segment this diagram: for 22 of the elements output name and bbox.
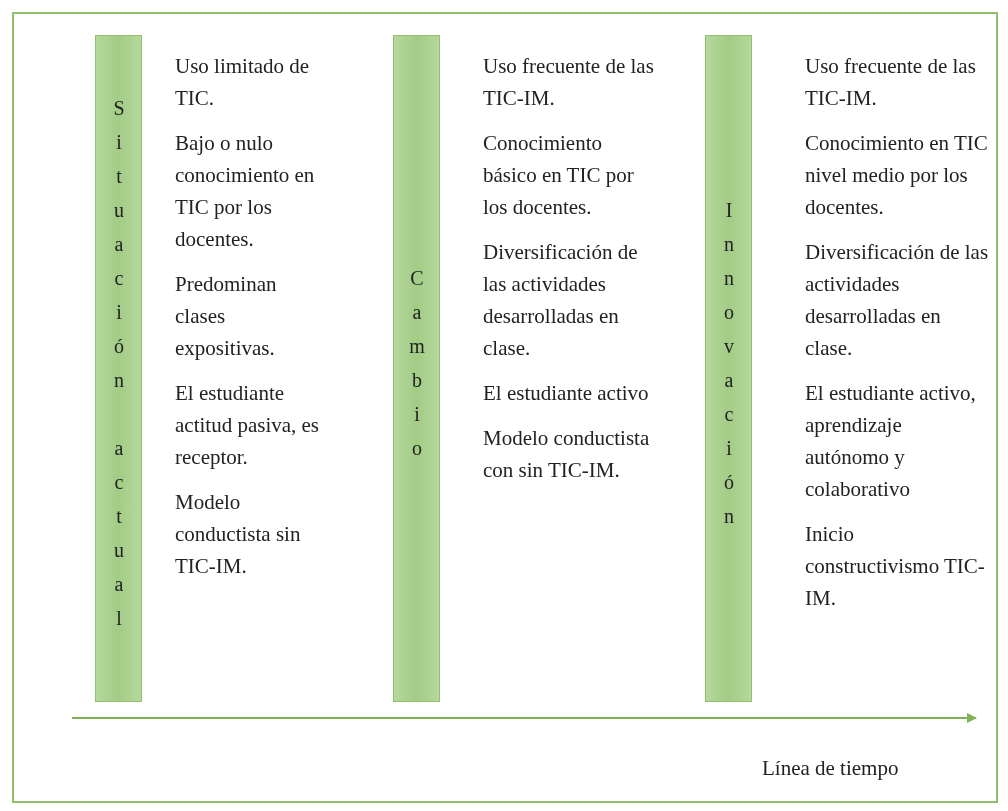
stage-label: Innovación (717, 198, 740, 539)
stage-description: Uso frecuente de las TIC-IM. (483, 53, 655, 112)
stage-description: Uso limitado de TIC. (175, 53, 311, 112)
axis-label: Línea de tiempo (762, 756, 899, 781)
stage-description: Diversificación de las actividades desarrolladas en clase. (483, 239, 639, 362)
stage-label: Situación actual (107, 96, 130, 641)
stage-description: Bajo o nulo conocimiento en TIC por los docentes. (175, 130, 316, 253)
stage-label: Cambio (405, 266, 428, 471)
stage-description: Uso frecuente de las TIC-IM. (805, 53, 977, 112)
stage-description: Predominan clases expositivas. (175, 271, 278, 362)
stage-description: El estudiante activo, aprendizaje autónomo y colaborativo (805, 380, 977, 503)
stage-description: Conocimiento en TIC nivel medio por los docentes. (805, 130, 989, 221)
stage-bar (95, 35, 142, 702)
stage-description: El estudiante actitud pasiva, es receptor. (175, 380, 321, 471)
stage-description: Diversificación de las actividades desarrolladas en clase. (805, 239, 990, 362)
stage-description: Modelo conductista con sin TIC-IM. (483, 425, 651, 484)
stage-description: Modelo conductista sin TIC-IM. (175, 489, 302, 580)
stage-description: El estudiante activo (483, 380, 650, 407)
stage-bar (705, 35, 752, 702)
stage-bar (393, 35, 440, 702)
stage-description: Conocimiento básico en TIC por los docentes. (483, 130, 635, 221)
stage-description: Inicio constructivismo TIC-IM. (805, 521, 986, 612)
